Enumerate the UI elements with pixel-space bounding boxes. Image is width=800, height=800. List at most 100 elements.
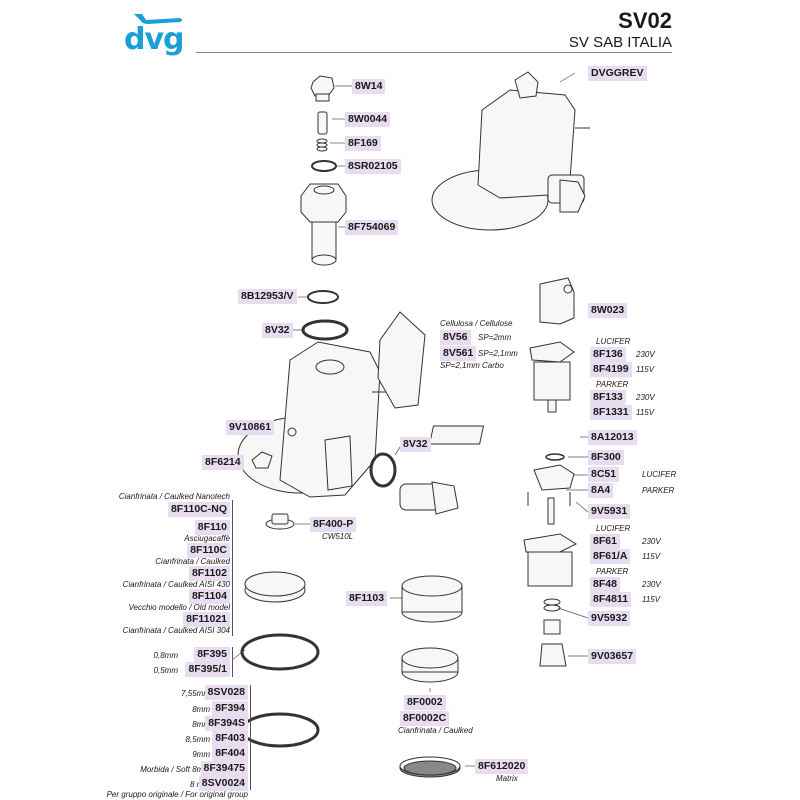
part-label: 8V32 <box>400 437 431 452</box>
note: SP=2mm <box>478 333 512 342</box>
note: 115V <box>636 365 655 374</box>
note: 8mm <box>192 720 210 729</box>
plug-8f6214-part <box>251 451 273 469</box>
valve-coil-parker-part <box>523 533 578 587</box>
part-label: 8SV0024 <box>198 776 248 791</box>
part-label: 8F395 <box>194 647 230 662</box>
note: LUCIFER <box>596 337 631 346</box>
note: 0,8mm <box>153 651 178 660</box>
shower-screen-8f0002-part <box>401 647 459 683</box>
part-label: 8F394S <box>205 716 248 731</box>
part-label: 8F110C <box>187 543 230 558</box>
note: LUCIFER <box>596 524 631 533</box>
note: 230V <box>636 350 655 359</box>
note: 9mm <box>192 750 210 759</box>
part-label: 8V32 <box>262 323 293 338</box>
part-label: 8F6214 <box>202 455 244 470</box>
note: 230V <box>636 393 655 402</box>
part-label: 8SV028 <box>204 685 248 700</box>
note: 115V <box>642 595 661 604</box>
dvg-logo-icon <box>134 14 182 24</box>
note: PARKER <box>596 380 629 389</box>
ring-8b12953v-part <box>307 290 339 304</box>
part-label: 9V03657 <box>588 649 637 664</box>
part-label: 9V10861 <box>226 420 275 435</box>
note: Cianfrinata / Caulked Nanotech <box>118 492 230 501</box>
part-label: 8F136 <box>590 347 626 362</box>
note: PARKER <box>642 486 675 495</box>
group-bracket <box>232 647 233 677</box>
note: 8,5mm <box>185 735 210 744</box>
note: CW510L <box>322 532 354 541</box>
note: Morbida / Soft 8mm <box>140 765 210 774</box>
header-divider <box>196 52 672 53</box>
note: Cianfrinata / Caulked AISI 304 <box>122 626 230 635</box>
note: 230V <box>642 580 661 589</box>
part-label: 8F395/1 <box>185 662 230 677</box>
gasket-8f395-part <box>240 633 320 671</box>
part-label: 8F48 <box>590 577 620 592</box>
note: Vecchio modello / Old model <box>128 603 230 612</box>
part-label: 8F754069 <box>345 220 399 235</box>
group-bracket <box>232 500 233 636</box>
spring-8f169-part <box>316 138 328 152</box>
part-label: 8F612020 <box>475 759 529 774</box>
plate-8a12013-part <box>429 425 485 445</box>
valve-body-8f754069-part <box>300 183 347 266</box>
part-label: 8F1103 <box>346 591 388 606</box>
note: LUCIFER <box>642 470 677 479</box>
part-label: 8F404 <box>212 746 248 761</box>
group-head-body-part <box>237 341 386 498</box>
part-label: 8SR02105 <box>345 159 401 174</box>
note: 8mm <box>192 705 210 714</box>
note: 230V <box>642 537 661 546</box>
solenoid-coil-8w023-part <box>539 277 575 325</box>
note: Per gruppo originale / For original grou… <box>106 790 248 799</box>
part-label: 8F4811 <box>590 592 632 607</box>
note: Cianfrinata / Caulked AISI 430 <box>122 580 230 589</box>
part-label: 8F394 <box>212 701 248 716</box>
part-label: 8V56 <box>440 330 471 345</box>
fitting-9v03657-part <box>539 643 567 667</box>
part-label: 8F61 <box>590 534 620 549</box>
cap-8w14-part <box>310 75 335 102</box>
note: Matrix <box>496 774 518 783</box>
part-label: 8F0002C <box>400 711 450 726</box>
filter-8f612020-part <box>399 756 461 778</box>
oring-8sr02105-part <box>311 160 337 172</box>
note: Asciugacaffè <box>184 534 230 543</box>
part-label: 8F4199 <box>590 362 632 377</box>
valve-coil-lucifer-part <box>529 341 575 413</box>
note: 0,5mm <box>153 666 178 675</box>
spring-9v5932-part <box>543 598 561 612</box>
part-label: 8F110 <box>194 520 230 535</box>
part-label: 8F400-P <box>310 517 357 532</box>
note: Cianfrinata / Caulked <box>398 726 473 735</box>
part-label: 8F0002 <box>404 695 446 710</box>
part-label: 8A12013 <box>588 430 637 445</box>
group-bracket <box>250 685 251 790</box>
note: 115V <box>642 552 661 561</box>
brand-logo: dvg <box>124 22 185 57</box>
page-title: SV02 <box>618 8 672 33</box>
part-label: 8F61/A <box>590 549 631 564</box>
part-label: 8W023 <box>588 303 628 318</box>
part-label: DVGGREV <box>588 66 647 81</box>
fitting-part <box>399 481 459 515</box>
part-label: 9V5932 <box>588 611 631 626</box>
valve-body-8c51-part <box>533 464 575 491</box>
screw-8f400p-part <box>265 513 295 530</box>
part-label: 8C51 <box>588 467 620 482</box>
ring-8v32b-part <box>369 452 397 488</box>
nipple-part <box>543 619 561 635</box>
screws-9v5931-part <box>527 492 571 506</box>
part-label: 8F11021 <box>183 612 230 627</box>
part-label: 8F169 <box>345 136 381 151</box>
part-label: 8F300 <box>588 450 624 465</box>
part-label: 8W0044 <box>345 112 391 127</box>
note: Cianfrinata / Caulked <box>155 557 230 566</box>
shower-screen-part <box>244 571 306 603</box>
note: SP=2,1mm Carbo <box>440 361 504 370</box>
filter-basket-8f1103-part <box>401 575 463 623</box>
